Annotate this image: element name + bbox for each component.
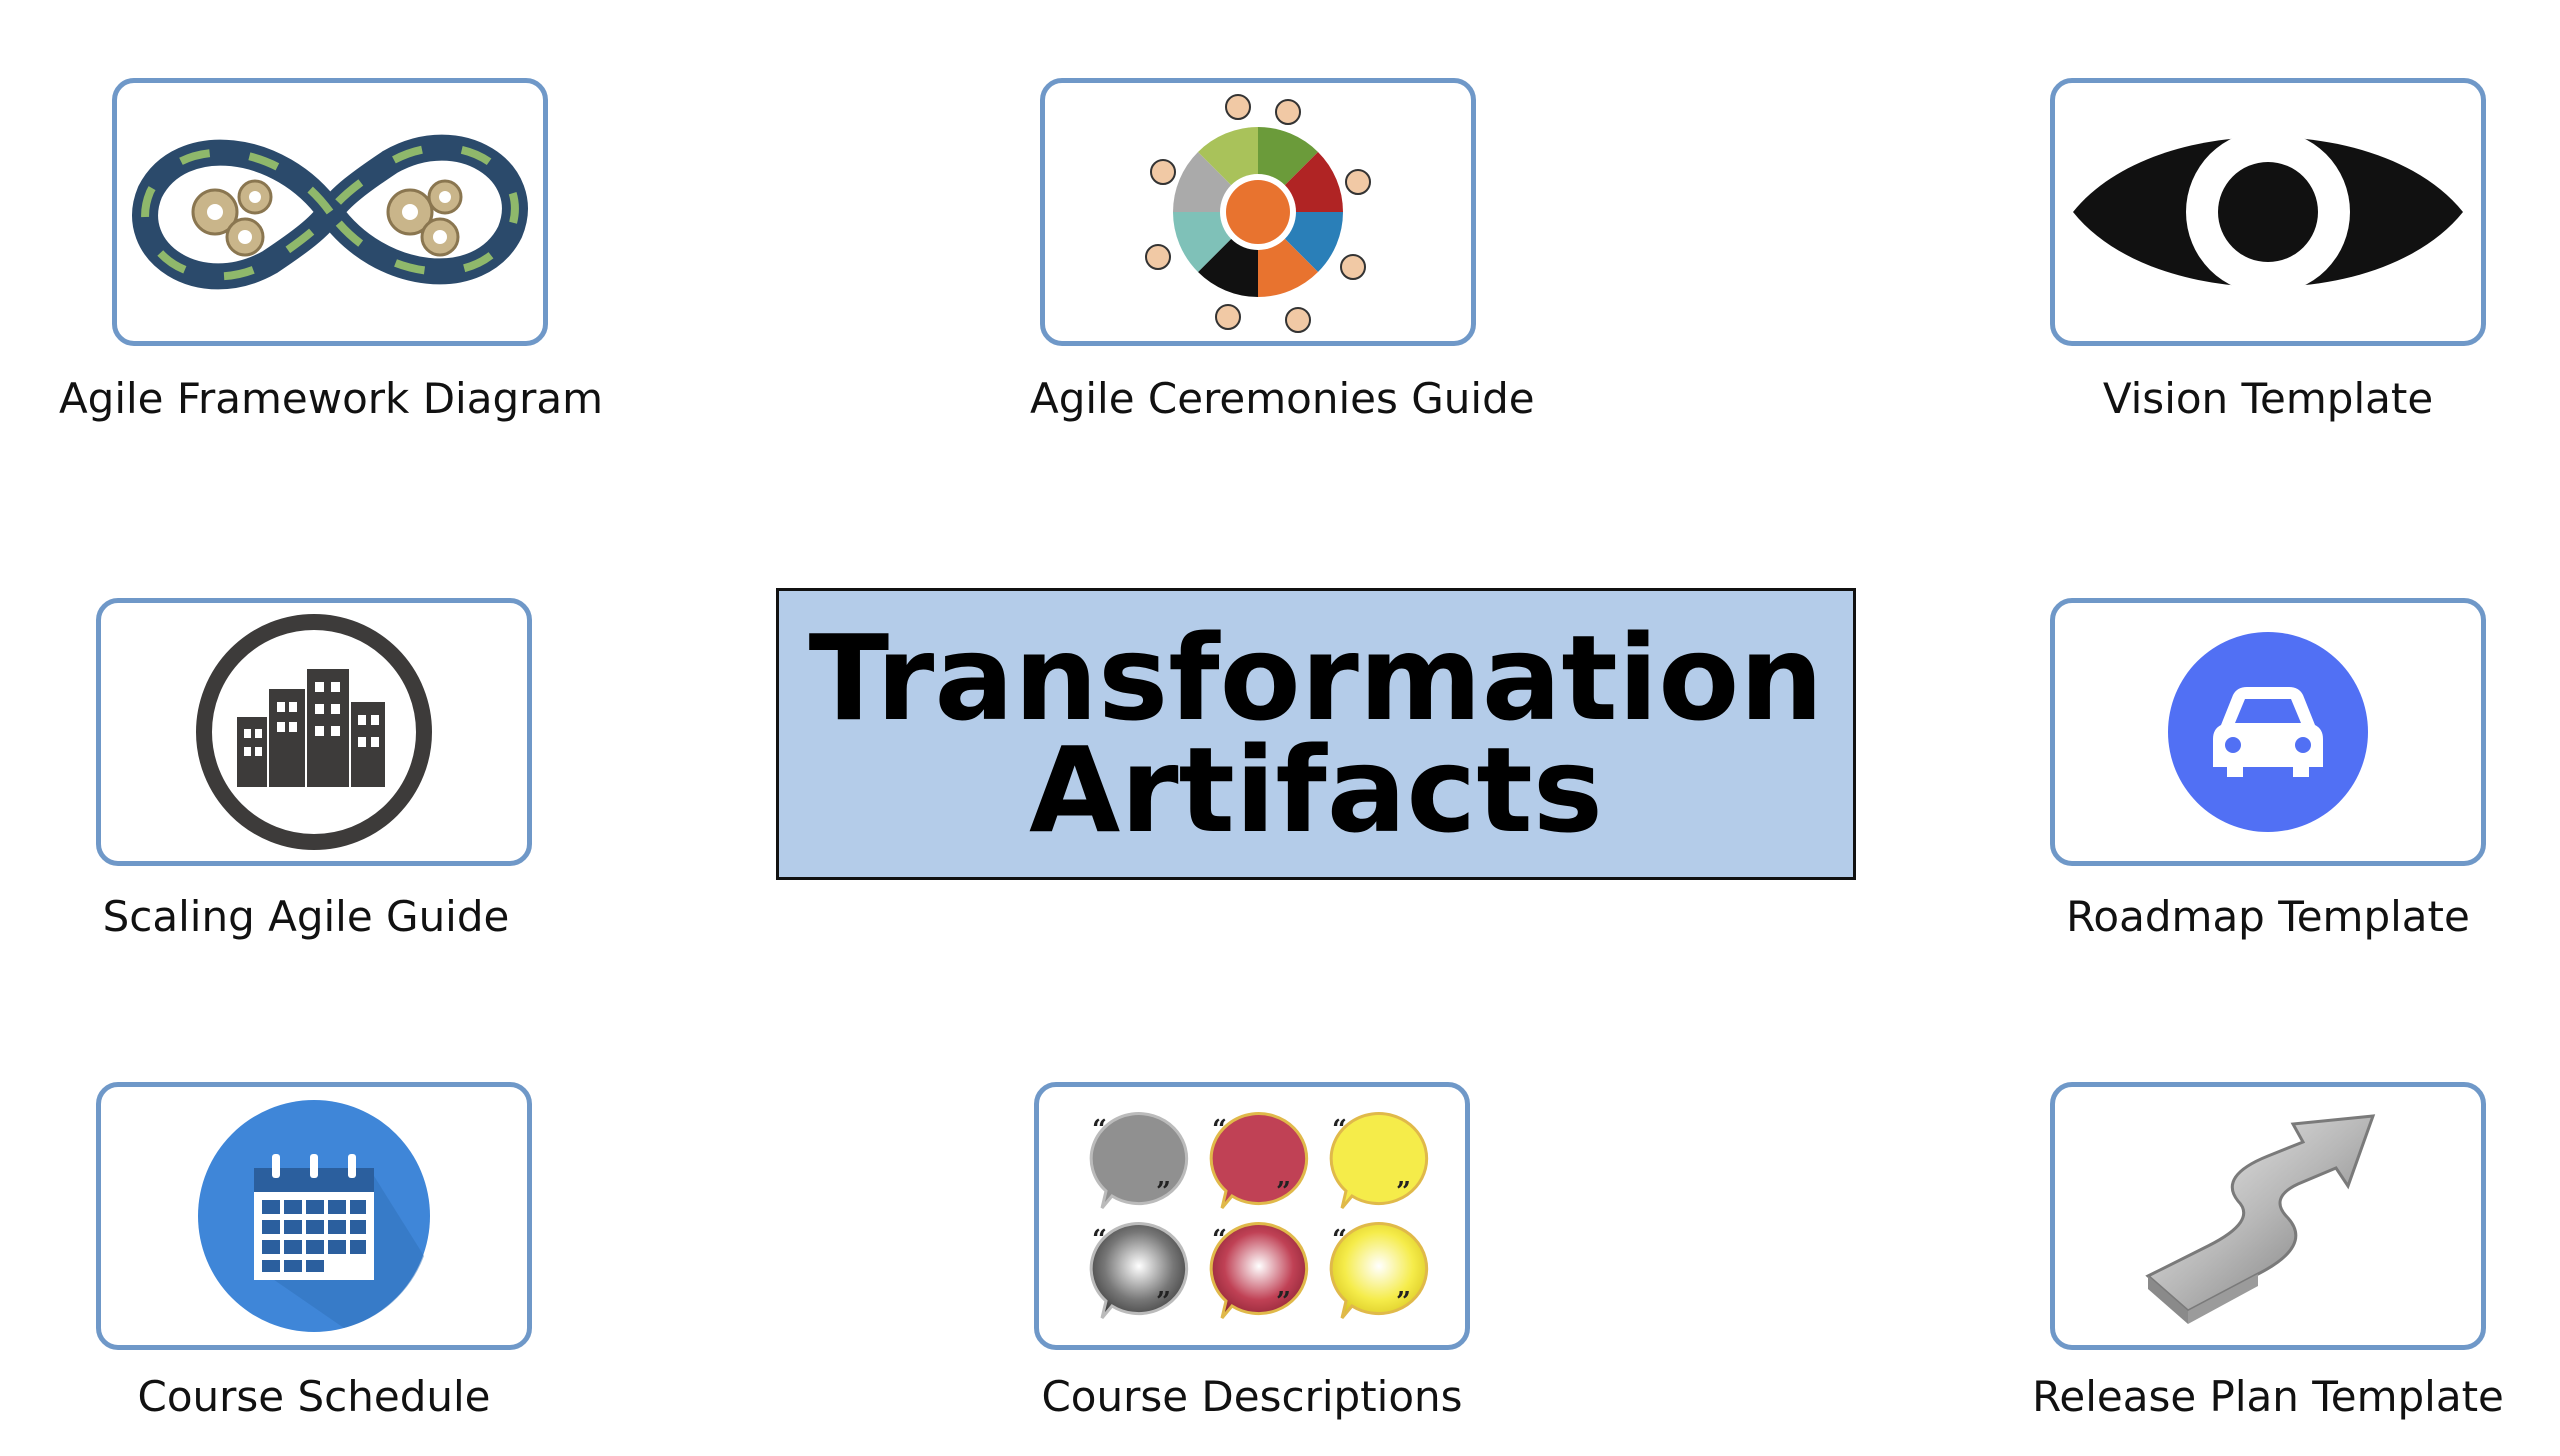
- svg-text:”: ”: [1276, 1177, 1291, 1207]
- release-plan-template-label: Release Plan Template: [2032, 1372, 2504, 1421]
- roadmap-template-tile[interactable]: [2050, 598, 2486, 866]
- agile-framework-diagram-tile[interactable]: [112, 78, 548, 346]
- car-icon: [2168, 632, 2368, 832]
- svg-text:”: ”: [1156, 1177, 1171, 1207]
- svg-text:“: “: [1092, 1115, 1107, 1145]
- svg-text:”: ”: [1396, 1287, 1411, 1317]
- svg-text:“: “: [1332, 1115, 1347, 1145]
- curved-arrow-icon: [2145, 1114, 2376, 1324]
- speech-bubbles-icon: “ ” “ ” “ ” “ ” “ ” “ ”: [1089, 1112, 1429, 1319]
- roadmap-template-label: Roadmap Template: [2066, 892, 2470, 941]
- agile-ceremonies-guide-tile[interactable]: [1040, 78, 1476, 346]
- svg-text:“: “: [1212, 1115, 1227, 1145]
- eye-icon: [2073, 130, 2463, 294]
- scaling-agile-guide-label: Scaling Agile Guide: [102, 892, 510, 941]
- title-line-2: Artifacts: [1029, 721, 1603, 859]
- course-schedule-tile[interactable]: [96, 1082, 532, 1350]
- release-plan-template-tile[interactable]: [2050, 1082, 2486, 1350]
- title-line-1: Transformation: [808, 609, 1824, 747]
- svg-text:”: ”: [1276, 1287, 1291, 1317]
- course-descriptions-tile[interactable]: “ ” “ ” “ ” “ ” “ ” “ ”: [1034, 1082, 1470, 1350]
- infinity-gears-icon: [132, 134, 528, 290]
- agile-framework-diagram-label: Agile Framework Diagram: [58, 374, 604, 423]
- svg-text:”: ”: [1396, 1177, 1411, 1207]
- svg-text:“: “: [1212, 1225, 1227, 1255]
- page-title: Transformation Artifacts: [776, 588, 1856, 880]
- svg-text:“: “: [1332, 1225, 1347, 1255]
- svg-text:“: “: [1092, 1225, 1107, 1255]
- vision-template-tile[interactable]: [2050, 78, 2486, 346]
- vision-template-label: Vision Template: [2102, 374, 2434, 423]
- course-descriptions-label: Course Descriptions: [1041, 1372, 1463, 1421]
- city-buildings-icon: [196, 614, 432, 850]
- calendar-icon: [198, 1100, 430, 1332]
- course-schedule-label: Course Schedule: [137, 1372, 491, 1421]
- agile-ceremonies-guide-label: Agile Ceremonies Guide: [1030, 374, 1535, 423]
- scaling-agile-guide-tile[interactable]: [96, 598, 532, 866]
- svg-text:”: ”: [1156, 1287, 1171, 1317]
- team-circle-icon: [1145, 94, 1371, 333]
